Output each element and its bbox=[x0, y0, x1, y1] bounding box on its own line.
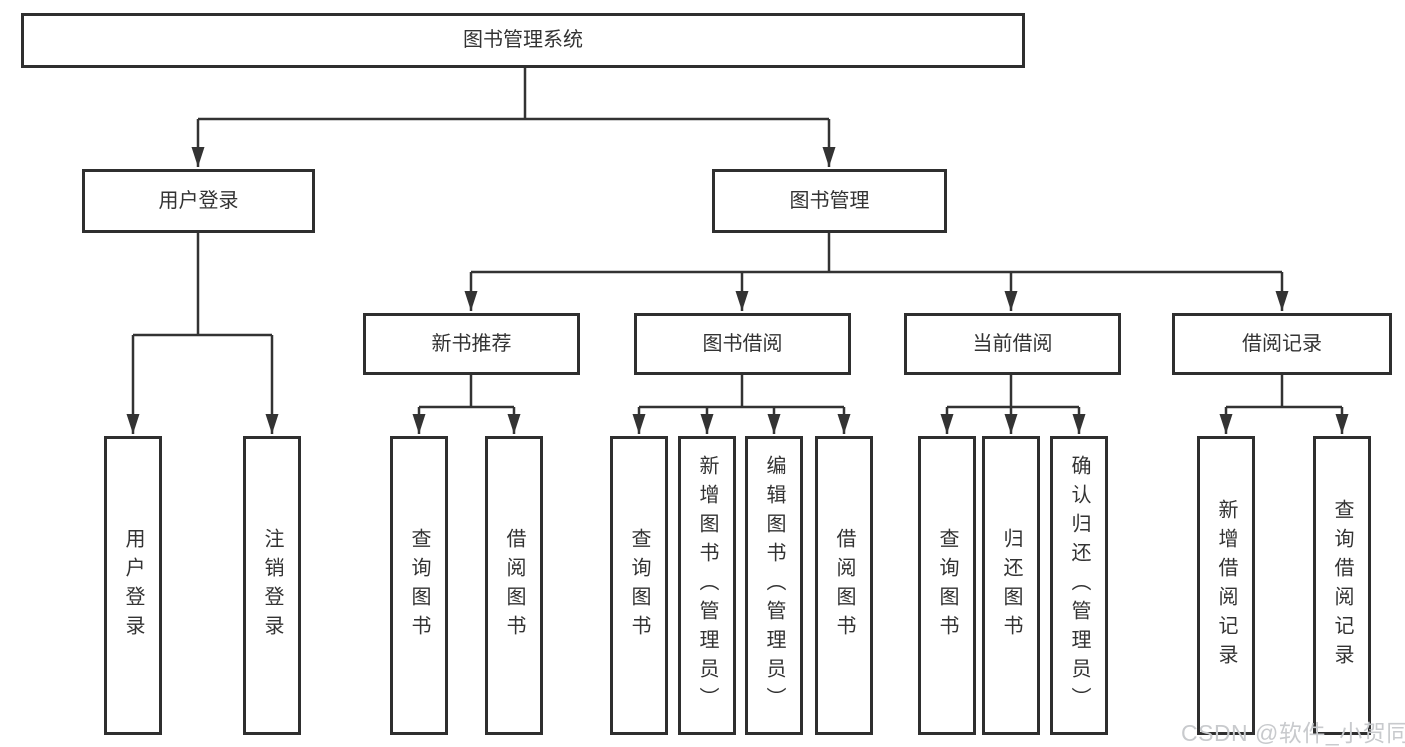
leaf-recommend-query-book: 查询图书 bbox=[390, 436, 448, 735]
node-book-borrowing: 图书借阅 bbox=[634, 313, 851, 375]
leaf-current-return-book: 归还图书 bbox=[982, 436, 1040, 735]
leaf-user-login: 用户登录 bbox=[104, 436, 162, 735]
leaf-borrowing-edit-book-admin: 编辑图书（管理员） bbox=[745, 436, 803, 735]
leaf-logout-login: 注销登录 bbox=[243, 436, 301, 735]
node-borrowing-records: 借阅记录 bbox=[1172, 313, 1392, 375]
csdn-watermark: CSDN @软件_小贺同学 bbox=[1181, 720, 1405, 746]
leaf-current-query-book: 查询图书 bbox=[918, 436, 976, 735]
leaf-borrowing-add-book-admin: 新增图书（管理员） bbox=[678, 436, 736, 735]
leaf-recommend-borrow-book: 借阅图书 bbox=[485, 436, 543, 735]
leaf-records-query-record: 查询借阅记录 bbox=[1313, 436, 1371, 735]
node-current-borrowing: 当前借阅 bbox=[904, 313, 1121, 375]
leaf-current-confirm-return-admin: 确认归还（管理员） bbox=[1050, 436, 1108, 735]
leaf-records-add-record: 新增借阅记录 bbox=[1197, 436, 1255, 735]
node-book-management-branch: 图书管理 bbox=[712, 169, 947, 233]
leaf-borrowing-borrow-book: 借阅图书 bbox=[815, 436, 873, 735]
node-new-book-recommend: 新书推荐 bbox=[363, 313, 580, 375]
node-root-system: 图书管理系统 bbox=[21, 13, 1025, 68]
leaf-borrowing-query-book: 查询图书 bbox=[610, 436, 668, 735]
node-user-login-branch: 用户登录 bbox=[82, 169, 315, 233]
